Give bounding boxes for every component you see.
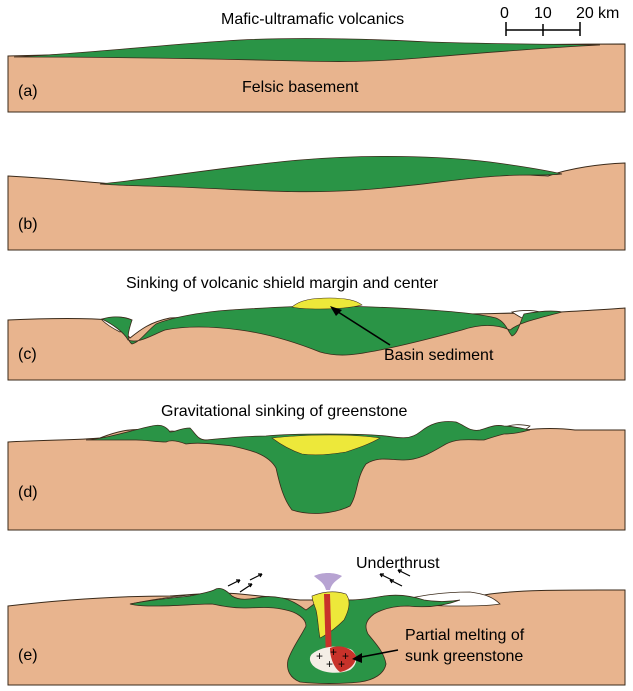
panel-e-thrust-arrows-right — [380, 570, 410, 586]
panel-a-basement-label: Felsic basement — [242, 79, 359, 96]
panel-c: Sinking of volcanic shield margin and ce… — [8, 275, 625, 380]
panel-e-melt-label-1: Partial melting of — [405, 627, 525, 644]
panel-e-plume — [314, 573, 342, 590]
panel-d-letter: (d) — [18, 484, 38, 501]
panel-a-letter: (a) — [18, 83, 38, 100]
scale-unit: km — [598, 5, 619, 22]
panel-c-title: Sinking of volcanic shield margin and ce… — [126, 275, 439, 292]
panel-c-sediment-label: Basin sediment — [384, 347, 494, 364]
panel-e-letter: (e) — [18, 647, 38, 664]
scale-tick-0: 0 — [500, 5, 509, 22]
panel-a-volcanics-label: Mafic-ultramafic volcanics — [221, 11, 404, 28]
scale-tick-10: 10 — [534, 5, 552, 22]
panel-d-title: Gravitational sinking of greenstone — [161, 403, 407, 420]
panel-e-melt-label-2: sunk greenstone — [405, 648, 523, 665]
panel-b: (b) — [8, 156, 625, 250]
scale-tick-20: 20 — [576, 5, 594, 22]
panel-e-melt-plus-4: + — [326, 657, 333, 671]
scale-bar: 0 10 20 km — [500, 5, 619, 36]
panel-a: Mafic-ultramafic volcanics Felsic baseme… — [8, 11, 625, 112]
panel-e-melt-plus-5: + — [338, 657, 345, 671]
panel-d: Gravitational sinking of greenstone (d) — [8, 403, 625, 530]
panel-b-letter: (b) — [18, 216, 38, 233]
panel-e-thrust-arrows-left — [228, 574, 262, 592]
panel-c-letter: (c) — [18, 346, 37, 363]
panel-e: + + + + + Underthrust Partial melting of… — [8, 555, 625, 685]
panel-e-melt-plus-1: + — [316, 649, 323, 663]
